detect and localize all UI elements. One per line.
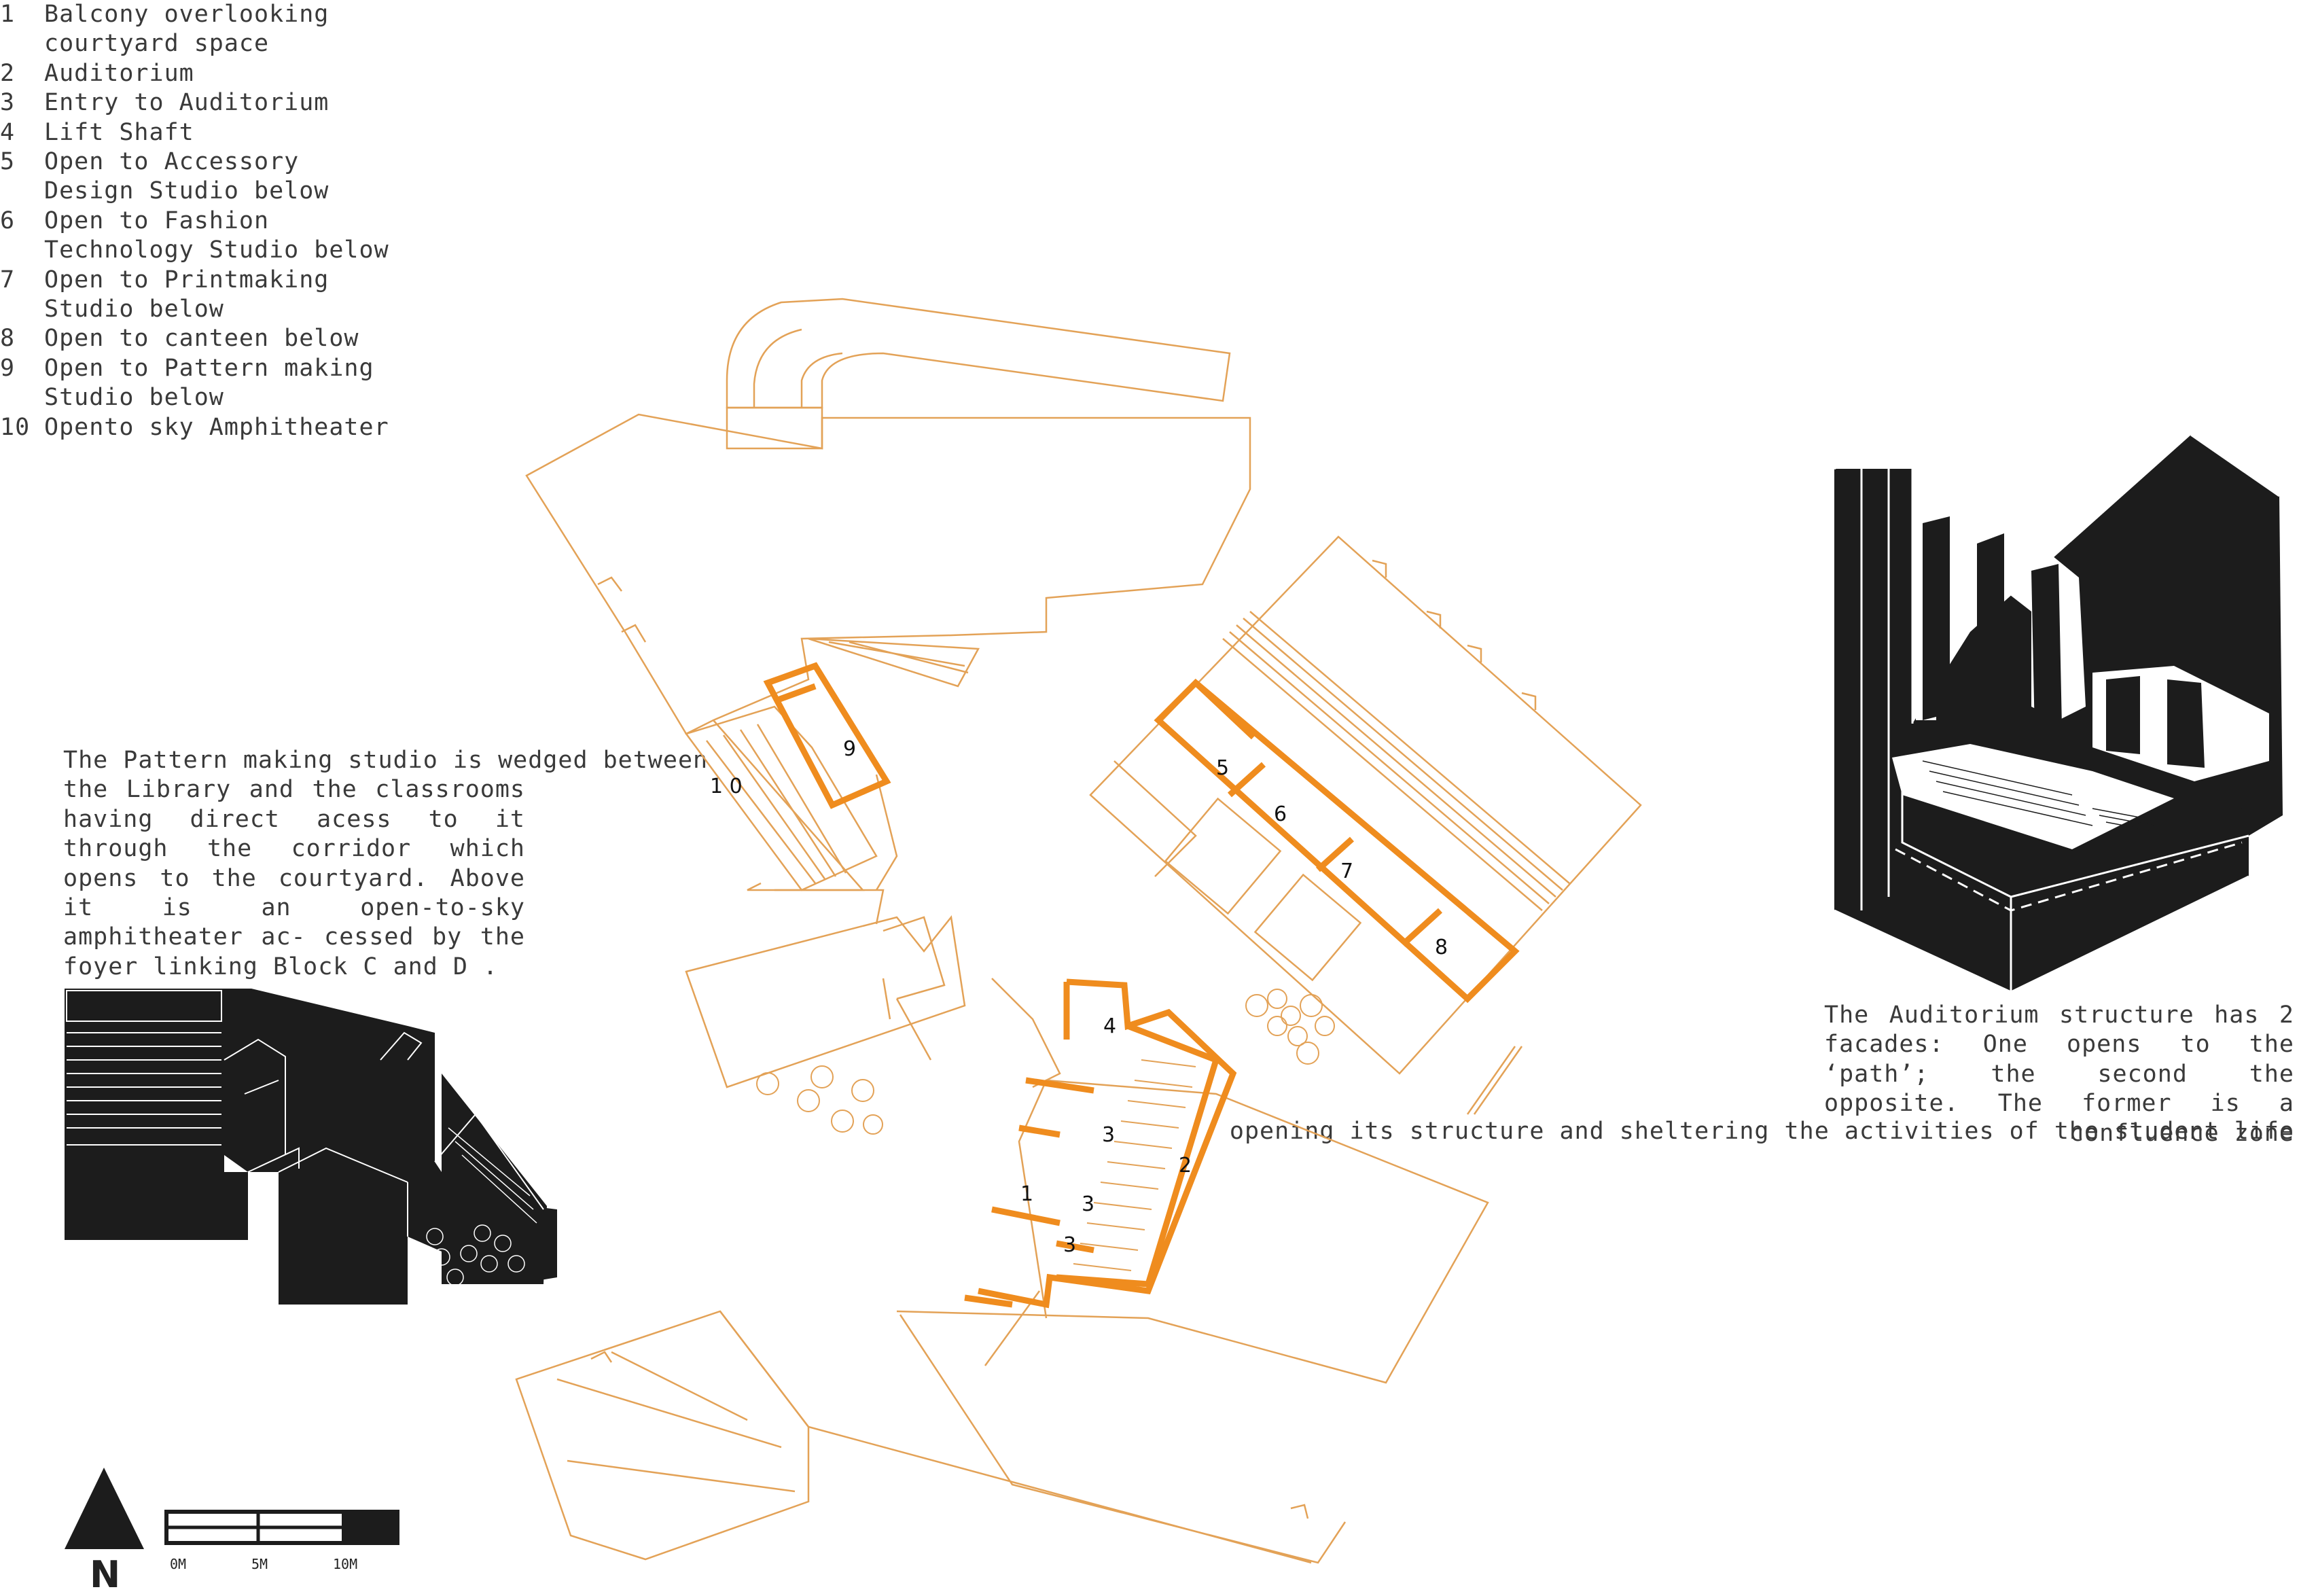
auditorium-outline (978, 978, 1237, 1309)
plan-label-4: 4 (1103, 1014, 1116, 1038)
plan-label-3a: 3 (1102, 1123, 1115, 1147)
plan-label-3c: 3 (1063, 1233, 1076, 1257)
north-arrow-icon (65, 1468, 144, 1549)
plan-label-2: 2 (1179, 1154, 1192, 1177)
pattern-studio-axonometric (65, 989, 557, 1305)
plan-label-3b: 3 (1082, 1192, 1094, 1216)
courtyard-tables (756, 989, 1335, 1135)
plan-label-9: 9 (843, 737, 856, 761)
scale-bar (164, 1510, 399, 1545)
auditorium-description: The Auditorium structure has 2 facades: … (1824, 1001, 2294, 1147)
auditorium-description-tail: opening its structure and sheltering the… (1229, 1118, 2294, 1145)
pattern-studio-description: The Pattern making studio is wedged betw… (63, 747, 709, 980)
plan-label-7: 7 (1340, 859, 1353, 883)
scale-label-10: 10M (333, 1556, 358, 1572)
plan-label-5: 5 (1216, 756, 1229, 780)
scale-label-0: 0M (170, 1556, 187, 1572)
rooms-5-8-outline (1154, 678, 1520, 1004)
north-label: N (90, 1553, 121, 1596)
plan-label-10: 1 0 (710, 775, 743, 798)
auditorium-axonometric (1834, 433, 2283, 993)
plan-label-8: 8 (1435, 936, 1448, 959)
plan-label-1: 1 (1020, 1182, 1033, 1206)
highlighted-rooms (763, 662, 1520, 1309)
scale-label-5: 5M (251, 1556, 268, 1572)
auditorium-seating (1073, 1059, 1196, 1271)
plan-outlines (515, 298, 1642, 1564)
plan-label-6: 6 (1274, 802, 1287, 826)
room-9-outline (763, 662, 891, 809)
